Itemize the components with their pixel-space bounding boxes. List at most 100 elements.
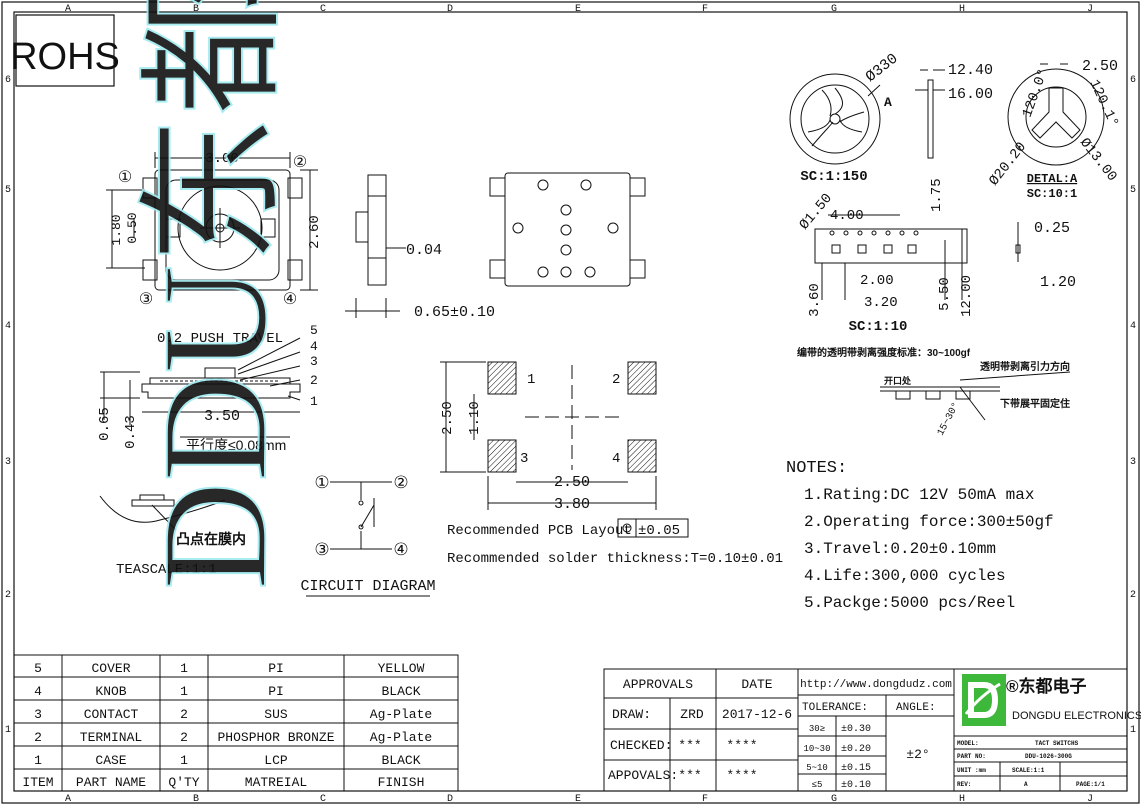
grid-col-E: E <box>575 4 581 15</box>
flatness-note: 平行度≤0.08mm <box>186 437 286 453</box>
circuit-title: CIRCUIT DIAGRAM <box>300 578 435 595</box>
grid-row-4: 4 <box>5 321 11 332</box>
detail-title: DETAL:A <box>1027 172 1078 186</box>
section-h1-dim: 0.65 <box>97 407 113 441</box>
grid-col-C: C <box>320 4 326 15</box>
detail-angle-1: 120.0° <box>1020 67 1052 120</box>
top-view <box>106 152 318 291</box>
tb-app-date: **** <box>726 768 757 783</box>
bom-cell-r0-c1: COVER <box>91 661 130 676</box>
grid-row-right-5: 5 <box>1130 185 1136 196</box>
tape-edge-dim: 1.75 <box>929 178 945 212</box>
bom-cell-r2-c1: CONTACT <box>84 707 139 722</box>
pcb-w2-dim: 3.80 <box>554 496 590 513</box>
grid-col-bottom-B: B <box>193 794 199 805</box>
circuit-pin-2: ② <box>393 475 408 494</box>
grid-col-bottom-J: J <box>1087 794 1093 805</box>
reel-w2-dim: 16.00 <box>948 86 993 103</box>
top-inner-h-dim: 1.80 <box>109 214 124 245</box>
bom-cell-r0-c2: 1 <box>180 661 188 676</box>
top-inner-w-dim: 0.50 <box>125 212 140 243</box>
section-width-dim: 3.50 <box>204 408 240 425</box>
teascale-note: 凸点在膜内 <box>176 531 246 547</box>
push-travel-label: 0.2 PUSH TRAVEL <box>157 331 283 347</box>
side-view <box>345 174 406 318</box>
bom-cell-r1-c0: 4 <box>34 684 42 699</box>
pcb-pad-3: 3 <box>520 451 528 467</box>
circuit-pin-3: ③ <box>314 542 329 561</box>
grid-row-5: 5 <box>5 185 11 196</box>
pcb-layout <box>440 361 689 538</box>
bom-cell-r3-c2: 2 <box>180 730 188 745</box>
pcb-pad-2: 2 <box>612 372 620 388</box>
tape-thk-dim: 0.25 <box>1034 220 1070 237</box>
note-1: 1.Rating:DC 12V 50mA max <box>804 486 1034 504</box>
tb-checked-by: *** <box>678 738 701 753</box>
tb-scale: SCALE:1:1 <box>1012 767 1045 774</box>
bom-cell-r2-c4: Ag-Plate <box>370 707 432 722</box>
top-pin-1: ① <box>118 169 132 187</box>
grid-col-B: B <box>193 4 199 15</box>
bom-cell-r4-c3: LCP <box>264 753 288 768</box>
note-2: 2.Operating force:300±50gf <box>804 513 1054 531</box>
watermark-text: DDU东都 <box>132 0 298 590</box>
circuit-pin-1: ① <box>314 475 329 494</box>
pcb-h1-dim: 2.50 <box>440 401 456 435</box>
bottom-view <box>489 172 646 287</box>
peel-open: 开口处 <box>884 375 912 386</box>
tb-draw-by: ZRD <box>680 707 704 722</box>
rohs-label: ROHS <box>10 36 120 78</box>
bom-cell-r3-c3: PHOSPHOR BRONZE <box>217 730 334 745</box>
top-width-dim: 3.00 <box>205 151 239 167</box>
side-height-dim: 0.65±0.10 <box>414 304 495 321</box>
note-4: 4.Life:300,000 cycles <box>804 567 1006 585</box>
tape-w5-dim: 1.20 <box>1040 274 1076 291</box>
tb-url: http://www.dongdudz.com <box>800 679 952 691</box>
grid-col-bottom-E: E <box>575 794 581 805</box>
section-part-4: 4 <box>310 339 318 354</box>
bom-cell-r1-c1: KNOB <box>95 684 126 699</box>
grid-col-bottom-F: F <box>702 794 708 805</box>
tb-model-key: MODEL: <box>957 740 979 747</box>
circuit-pin-4: ④ <box>393 542 408 561</box>
bom-header-4: FINISH <box>378 775 425 790</box>
bom-cell-r2-c3: SUS <box>264 707 288 722</box>
bom-cell-r0-c0: 5 <box>34 661 42 676</box>
tol-value-0: ±0.30 <box>841 724 871 735</box>
bom-cell-r1-c2: 1 <box>180 684 188 699</box>
top-pin-2: ② <box>293 154 307 172</box>
grid-col-A: A <box>65 4 71 15</box>
bom-cell-r0-c3: PI <box>268 661 284 676</box>
detail-a-view <box>1007 63 1105 166</box>
tb-draw-date: 2017-12-6 <box>722 707 792 722</box>
bom-cell-r2-c2: 2 <box>180 707 188 722</box>
bom-cell-r1-c4: BLACK <box>381 684 420 699</box>
grid-col-bottom-D: D <box>447 794 453 805</box>
grid-col-D: D <box>447 4 453 15</box>
tb-checked: CHECKED: <box>610 738 672 753</box>
top-pin-3: ③ <box>139 291 153 309</box>
tb-date: DATE <box>741 677 772 692</box>
side-thk-dim: 0.04 <box>406 242 442 259</box>
bom-cell-r1-c3: PI <box>268 684 284 699</box>
detail-angle-2: 120.1° <box>1085 77 1121 129</box>
section-part-3: 3 <box>310 354 318 369</box>
grid-row-1: 1 <box>5 725 11 736</box>
grid-row-6: 6 <box>5 75 11 86</box>
tape-w2-dim: 3.20 <box>864 295 898 311</box>
section-view <box>100 337 301 438</box>
grid-col-H: H <box>959 4 965 15</box>
tape-view <box>814 214 1021 300</box>
tb-tolerance: TOLERANCE: <box>802 702 868 714</box>
bom-cell-r4-c0: 1 <box>34 753 42 768</box>
grid-col-bottom-A: A <box>65 794 71 805</box>
tape-w4-dim: 12.00 <box>959 275 975 317</box>
tb-checked-date: **** <box>726 738 757 753</box>
section-h2-dim: 0.43 <box>123 415 139 449</box>
tb-unit: UNIT :mm <box>957 767 986 774</box>
tol-range-3: ≤5 <box>812 780 823 790</box>
tb-angle: ANGLE: <box>896 702 936 714</box>
grid-col-G: G <box>831 4 837 15</box>
pcb-w1-dim: 2.50 <box>554 474 590 491</box>
circuit-diagram <box>306 481 430 597</box>
